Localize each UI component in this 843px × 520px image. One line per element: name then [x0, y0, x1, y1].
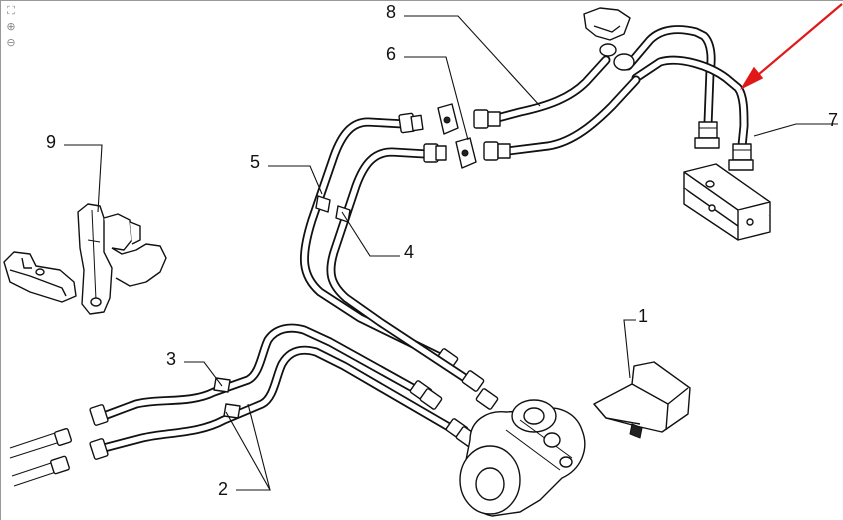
part-4-pipe[interactable] — [315, 143, 499, 410]
part-3-pipe[interactable] — [89, 323, 443, 426]
part-7-pipe-assembly[interactable] — [583, 7, 771, 241]
viewer-toolbar: ⛶ ⊕ ⊖ — [4, 4, 20, 50]
external-hose-ends — [9, 427, 73, 487]
callout-3: 3 — [166, 349, 176, 369]
callout-2: 2 — [218, 479, 228, 499]
part-6-clips[interactable] — [437, 103, 477, 169]
callout-labels: 8 6 5 4 7 9 1 3 2 — [46, 2, 838, 499]
callout-6: 6 — [386, 44, 396, 64]
part-9-bracket[interactable] — [3, 203, 167, 315]
highlight-arrow-icon — [740, 3, 843, 90]
callout-8: 8 — [386, 2, 396, 22]
callout-4: 4 — [404, 242, 414, 262]
callout-9: 9 — [46, 132, 56, 152]
zoom-in-icon[interactable]: ⊕ — [6, 20, 16, 33]
zoom-out-icon[interactable]: ⊖ — [6, 36, 16, 49]
callout-1: 1 — [638, 306, 648, 326]
callout-7: 7 — [828, 110, 838, 130]
part-5-pipe[interactable] — [299, 112, 459, 370]
ac-compressor — [459, 399, 586, 517]
part-1-bracket-plate[interactable] — [593, 361, 691, 439]
callout-5: 5 — [250, 152, 260, 172]
part-2-pipe[interactable] — [89, 345, 479, 460]
fit-page-icon[interactable]: ⛶ — [7, 4, 15, 17]
part-8-pipe[interactable] — [473, 55, 641, 161]
leader-lines — [64, 15, 838, 491]
